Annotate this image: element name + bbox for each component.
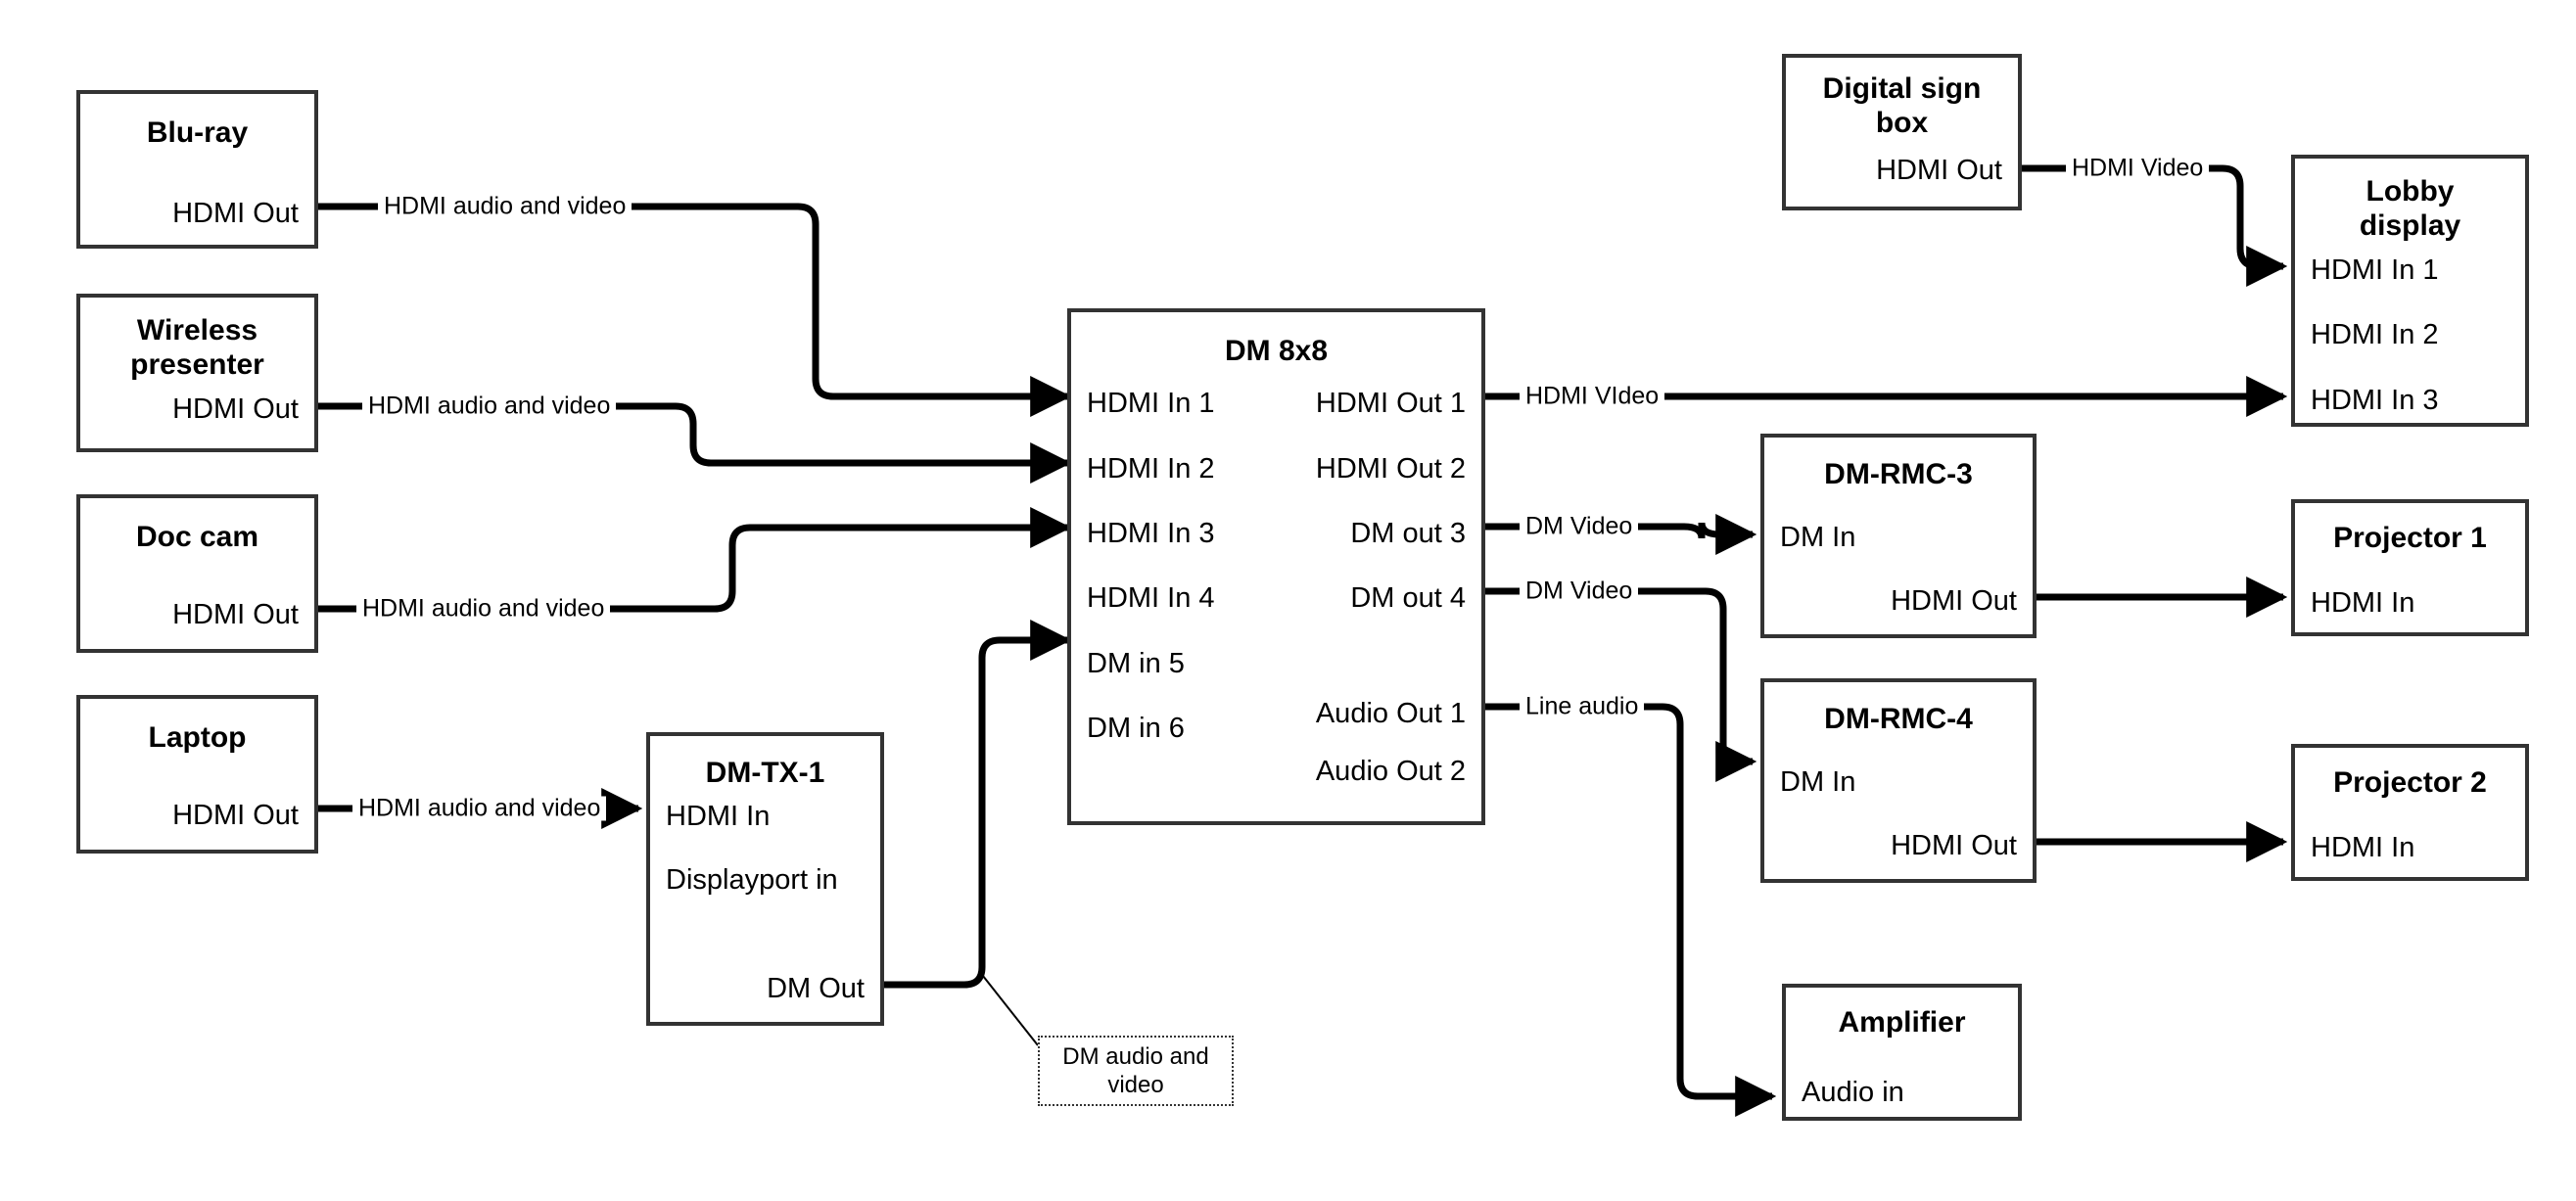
node-dm-rmc-4-port-dm-in: DM In (1780, 766, 1856, 798)
node-bluray-title: Blu-ray (146, 116, 249, 149)
wire-label-wireless: HDMI audio and video (362, 393, 617, 419)
node-dm-8x8-input-dm-in-5: DM in 5 (1087, 648, 1185, 679)
wire-label-dm-video-out3: DM Video (1520, 514, 1639, 539)
node-dm-rmc-4-title: DM-RMC-4 (1824, 703, 1973, 735)
wire-label-bluray: HDMI audio and video (378, 194, 632, 219)
wire-dm8x8-out3-to-rmc3 (1485, 514, 1757, 555)
callout-dm-audio-and-video: DM audio and video (1038, 1036, 1234, 1106)
node-dm-8x8-input-dm-in-6: DM in 6 (1087, 713, 1185, 744)
node-wireless-presenter-title: Wireless presenter (130, 314, 264, 382)
wire-signbox-to-lobby-in1 (2022, 164, 2288, 287)
node-dm-tx-1-port-displayport-in: Displayport in (666, 864, 838, 896)
wire-label-hdmi-video-out1: HDMI VIdeo (1520, 384, 1665, 409)
node-wireless-presenter[interactable]: Wireless presenter HDMI Out (76, 294, 318, 452)
wire-dmtx1-to-dm8x8-in5 (884, 620, 1072, 989)
node-bluray[interactable]: Blu-ray HDMI Out (76, 90, 318, 249)
node-lobby-display[interactable]: Lobby display HDMI In 1 HDMI In 2 HDMI I… (2291, 155, 2529, 427)
node-dm-tx-1-title: DM-TX-1 (705, 757, 825, 789)
node-dm-8x8-output-audio-out-2: Audio Out 2 (1315, 756, 1466, 787)
wire-label-dm-video-out4: DM Video (1520, 578, 1639, 604)
node-dm-8x8-output-dm-out-3: DM out 3 (1350, 518, 1466, 549)
node-lobby-display-input-hdmi-in-3: HDMI In 3 (2311, 385, 2439, 416)
node-projector-1[interactable]: Projector 1 HDMI In (2291, 499, 2529, 636)
node-digital-sign-box[interactable]: Digital sign box HDMI Out (1782, 54, 2022, 210)
node-dm-rmc-3-title: DM-RMC-3 (1824, 458, 1973, 490)
node-dm-8x8-input-hdmi-in-4: HDMI In 4 (1087, 582, 1215, 614)
node-dm-rmc-4-port-hdmi-out: HDMI Out (1891, 830, 2017, 861)
node-dm-8x8-output-audio-out-1: Audio Out 1 (1315, 698, 1466, 729)
node-dm-rmc-3[interactable]: DM-RMC-3 DM In HDMI Out (1760, 434, 2037, 638)
wire-label-line-audio: Line audio (1520, 694, 1645, 719)
node-wireless-presenter-port-hdmi-out: HDMI Out (172, 393, 299, 425)
node-laptop[interactable]: Laptop HDMI Out (76, 695, 318, 854)
node-dm-8x8-input-hdmi-in-3: HDMI In 3 (1087, 518, 1215, 549)
node-bluray-port-hdmi-out: HDMI Out (172, 198, 299, 229)
wire-wireless-to-dm8x8-in2 (318, 402, 1072, 484)
node-dm-tx-1-port-dm-out: DM Out (767, 973, 865, 1004)
node-projector-1-port-hdmi-in: HDMI In (2311, 587, 2415, 619)
node-projector-2-title: Projector 2 (2333, 766, 2487, 799)
node-dm-8x8-title: DM 8x8 (1224, 335, 1329, 367)
node-dm-8x8-output-dm-out-4: DM out 4 (1350, 582, 1466, 614)
wire-dm8x8-out4-to-rmc4 (1485, 587, 1757, 782)
node-lobby-display-title: Lobby display (2359, 175, 2461, 243)
wire-label-hdmi-video-signbox: HDMI Video (2066, 156, 2210, 181)
node-digital-sign-box-port-hdmi-out: HDMI Out (1876, 155, 2002, 186)
node-lobby-display-input-hdmi-in-2: HDMI In 2 (2311, 319, 2439, 350)
node-amplifier-port-audio-in: Audio in (1802, 1077, 1904, 1108)
node-laptop-title: Laptop (148, 721, 247, 754)
node-lobby-display-input-hdmi-in-1: HDMI In 1 (2311, 254, 2439, 286)
node-dm-8x8-input-hdmi-in-2: HDMI In 2 (1087, 453, 1215, 485)
node-dm-8x8-input-hdmi-in-1: HDMI In 1 (1087, 388, 1215, 419)
node-dm-8x8[interactable]: DM 8x8 HDMI In 1 HDMI In 2 HDMI In 3 HDM… (1067, 308, 1485, 825)
node-dm-rmc-4[interactable]: DM-RMC-4 DM In HDMI Out (1760, 678, 2037, 883)
node-dm-8x8-output-hdmi-out-2: HDMI Out 2 (1315, 453, 1466, 485)
node-doc-cam[interactable]: Doc cam HDMI Out (76, 494, 318, 653)
wire-label-laptop: HDMI audio and video (352, 796, 607, 821)
node-projector-2[interactable]: Projector 2 HDMI In (2291, 744, 2529, 881)
wire-doccam-to-dm8x8-in3 (318, 507, 1072, 613)
node-dm-tx-1-port-hdmi-in: HDMI In (666, 801, 771, 832)
leader-dm-audio-video-callout (978, 970, 1039, 1046)
node-projector-2-port-hdmi-in: HDMI In (2311, 832, 2415, 863)
node-dm-tx-1[interactable]: DM-TX-1 HDMI In Displayport in DM Out (646, 732, 884, 1026)
wire-dm8x8-audio1-to-amplifier (1485, 703, 1777, 1117)
node-dm-8x8-output-hdmi-out-1: HDMI Out 1 (1315, 388, 1466, 419)
node-digital-sign-box-title: Digital sign box (1822, 72, 1982, 140)
node-dm-rmc-3-port-dm-in: DM In (1780, 522, 1856, 553)
node-projector-1-title: Projector 1 (2333, 522, 2487, 554)
wire-label-doccam: HDMI audio and video (356, 596, 611, 622)
wire-bluray-to-dm8x8-in1 (318, 203, 1072, 417)
node-dm-rmc-3-port-hdmi-out: HDMI Out (1891, 585, 2017, 617)
node-doc-cam-title: Doc cam (135, 521, 259, 553)
node-doc-cam-port-hdmi-out: HDMI Out (172, 599, 299, 630)
node-amplifier[interactable]: Amplifier Audio in (1782, 984, 2022, 1121)
node-laptop-port-hdmi-out: HDMI Out (172, 800, 299, 831)
node-amplifier-title: Amplifier (1838, 1006, 1966, 1039)
